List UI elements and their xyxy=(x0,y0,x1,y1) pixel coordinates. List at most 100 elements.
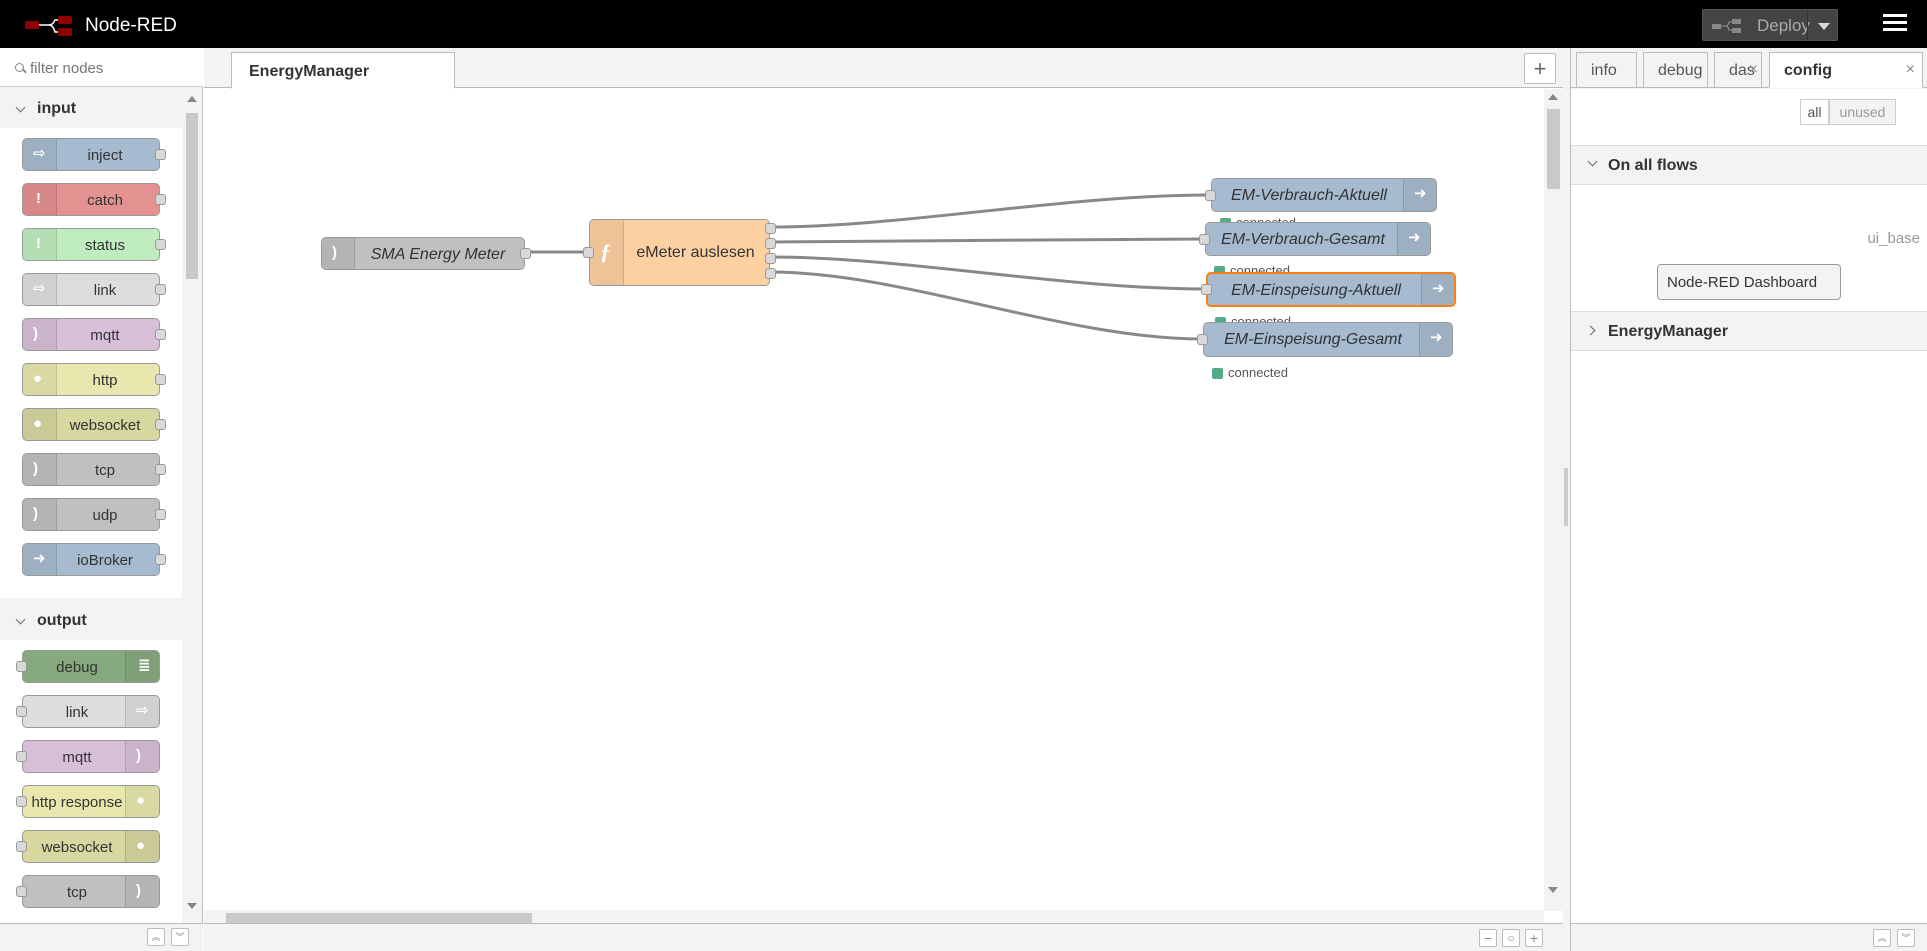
workspace-footer: − ○ + xyxy=(204,923,1563,951)
bridge-icon: ) xyxy=(136,882,141,899)
canvas-vscroll-thumb[interactable] xyxy=(1547,109,1560,189)
flow-node-em-einspeisung-gesamt[interactable]: EM-Einspeisung-Gesamt ➜ xyxy=(1197,322,1453,357)
palette-node-websocket-out[interactable]: websocket● xyxy=(16,830,160,863)
sidebar-tabs: info debug das× config× xyxy=(1571,48,1927,88)
canvas-hscroll-thumb[interactable] xyxy=(226,913,532,926)
flow-node-em-verbrauch-gesamt[interactable]: EM-Verbrauch-Gesamt ➜ xyxy=(1199,222,1431,256)
tab-dashboard[interactable]: das× xyxy=(1714,52,1762,88)
tab-debug[interactable]: debug xyxy=(1643,52,1708,88)
zoom-out-icon[interactable]: − xyxy=(1479,929,1497,947)
output-port-1[interactable] xyxy=(765,223,776,234)
node-red-logo-icon xyxy=(25,16,72,36)
config-panel: all unused On all flows ui_base Node-RED… xyxy=(1571,89,1927,923)
splitter-grip[interactable] xyxy=(1564,468,1568,526)
search-icon xyxy=(15,63,24,72)
output-port[interactable] xyxy=(520,248,531,259)
scroll-up-icon[interactable] xyxy=(1548,94,1558,100)
palette-category-input-body-tail: ➜ioBroker xyxy=(0,543,182,598)
main-menu-hamburger-icon[interactable] xyxy=(1880,12,1910,36)
output-port-4[interactable] xyxy=(765,268,776,279)
section-on-all-flows[interactable]: On all flows xyxy=(1571,145,1927,185)
palette-node-websocket-in[interactable]: ●websocket xyxy=(22,408,166,441)
workspace: EnergyManager + ) SMA Energy Meter ƒ eMe… xyxy=(204,48,1563,951)
output-port xyxy=(155,509,166,520)
palette-node-inject[interactable]: ⇨inject xyxy=(22,138,166,171)
flow-node-em-verbrauch-aktuell[interactable]: EM-Verbrauch-Aktuell ➜ xyxy=(1205,178,1437,212)
function-icon: ƒ xyxy=(600,239,611,264)
palette-scroll-thumb[interactable] xyxy=(186,113,198,279)
zoom-in-icon[interactable]: + xyxy=(1525,929,1543,947)
node-palette: input ⇨inject !catch !status ⇨link )mqtt… xyxy=(0,48,203,951)
category-label: input xyxy=(37,100,77,117)
output-port-3[interactable] xyxy=(765,253,776,264)
palette-category-output[interactable]: output xyxy=(0,602,182,640)
scroll-down-icon[interactable] xyxy=(1548,887,1558,893)
section-energymanager[interactable]: EnergyManager xyxy=(1571,311,1927,351)
input-port xyxy=(16,751,27,762)
input-port xyxy=(16,706,27,717)
expand-all-icon[interactable]: ︾ xyxy=(1897,929,1915,947)
header-bar: Node-RED Deploy xyxy=(0,0,1927,48)
scroll-down-icon[interactable] xyxy=(187,903,197,909)
flow-node-em-einspeisung-aktuell-selected[interactable]: EM-Einspeisung-Aktuell ➜ xyxy=(1201,272,1456,307)
deploy-button[interactable]: Deploy xyxy=(1702,9,1838,41)
palette-scrollbar[interactable] xyxy=(183,93,201,913)
palette-node-tcp-out[interactable]: tcp) xyxy=(16,875,160,908)
sidebar-footer: ︽ ︾ xyxy=(1571,923,1927,951)
filter-all-toggle[interactable]: all xyxy=(1800,99,1829,125)
globe-icon: ● xyxy=(33,370,43,387)
output-port-2[interactable] xyxy=(765,238,776,249)
tab-config[interactable]: config× xyxy=(1769,52,1923,88)
flow-canvas[interactable]: ) SMA Energy Meter ƒ eMeter auslesen EM-… xyxy=(204,89,1544,911)
sidebar: info debug das× config× all unused On al… xyxy=(1570,48,1927,951)
palette-node-mqtt-in[interactable]: )mqtt xyxy=(22,318,166,351)
palette-node-link-in[interactable]: ⇨link xyxy=(22,273,166,306)
add-flow-button[interactable]: + xyxy=(1524,53,1556,84)
category-label: output xyxy=(37,612,87,629)
close-icon[interactable]: × xyxy=(1905,61,1915,78)
close-icon[interactable]: × xyxy=(1748,61,1758,78)
expand-all-icon[interactable]: ︾ xyxy=(171,928,189,946)
tab-energymanager[interactable]: EnergyManager xyxy=(231,52,455,89)
output-port xyxy=(155,284,166,295)
arrow-right-icon: ➜ xyxy=(1430,329,1443,346)
flow-node-sma-energy-meter[interactable]: ) SMA Energy Meter xyxy=(321,237,531,270)
deploy-dropdown-chevron-icon[interactable] xyxy=(1807,10,1839,40)
chevron-down-icon xyxy=(1587,156,1598,167)
config-type-label: ui_base xyxy=(1867,230,1920,247)
palette-node-tcp-in[interactable]: )tcp xyxy=(22,453,166,486)
palette-node-status[interactable]: !status xyxy=(22,228,166,261)
palette-node-http-response[interactable]: http response● xyxy=(16,785,160,818)
input-port[interactable] xyxy=(1205,190,1216,201)
flow-node-function-emeter-auslesen[interactable]: ƒ eMeter auslesen xyxy=(583,219,776,286)
input-port[interactable] xyxy=(1201,284,1212,295)
output-port xyxy=(155,239,166,250)
canvas-vertical-scrollbar[interactable] xyxy=(1544,89,1563,911)
workspace-tabs: EnergyManager + xyxy=(204,48,1563,89)
palette-filter xyxy=(0,48,203,87)
palette-node-link-out[interactable]: link⇨ xyxy=(16,695,160,728)
collapse-all-icon[interactable]: ︽ xyxy=(147,928,165,946)
palette-category-input-body: ⇨inject !catch !status ⇨link )mqtt ●http… xyxy=(0,128,182,548)
bridge-icon: ) xyxy=(332,244,337,261)
filter-unused-toggle[interactable]: unused xyxy=(1829,99,1896,125)
palette-category-input[interactable]: input xyxy=(0,90,182,128)
globe-icon: ● xyxy=(136,837,146,854)
input-port[interactable] xyxy=(1197,334,1208,345)
sidebar-splitter[interactable] xyxy=(1563,48,1570,951)
list-icon: ≣ xyxy=(138,657,151,674)
input-port[interactable] xyxy=(1199,234,1210,245)
palette-node-http-in[interactable]: ●http xyxy=(22,363,166,396)
tab-info[interactable]: info xyxy=(1576,52,1637,88)
config-node-dashboard[interactable]: Node-RED Dashboard xyxy=(1657,264,1841,300)
scroll-up-icon[interactable] xyxy=(187,96,197,102)
palette-node-mqtt-out[interactable]: mqtt) xyxy=(16,740,160,773)
filter-nodes-input[interactable] xyxy=(30,57,190,79)
zoom-reset-icon[interactable]: ○ xyxy=(1502,929,1520,947)
palette-node-udp-in[interactable]: )udp xyxy=(22,498,166,531)
palette-node-iobroker-in[interactable]: ➜ioBroker xyxy=(22,543,166,576)
palette-node-debug[interactable]: debug≣ xyxy=(16,650,160,683)
input-port[interactable] xyxy=(583,247,594,258)
collapse-all-icon[interactable]: ︽ xyxy=(1873,929,1891,947)
palette-node-catch[interactable]: !catch xyxy=(22,183,166,216)
